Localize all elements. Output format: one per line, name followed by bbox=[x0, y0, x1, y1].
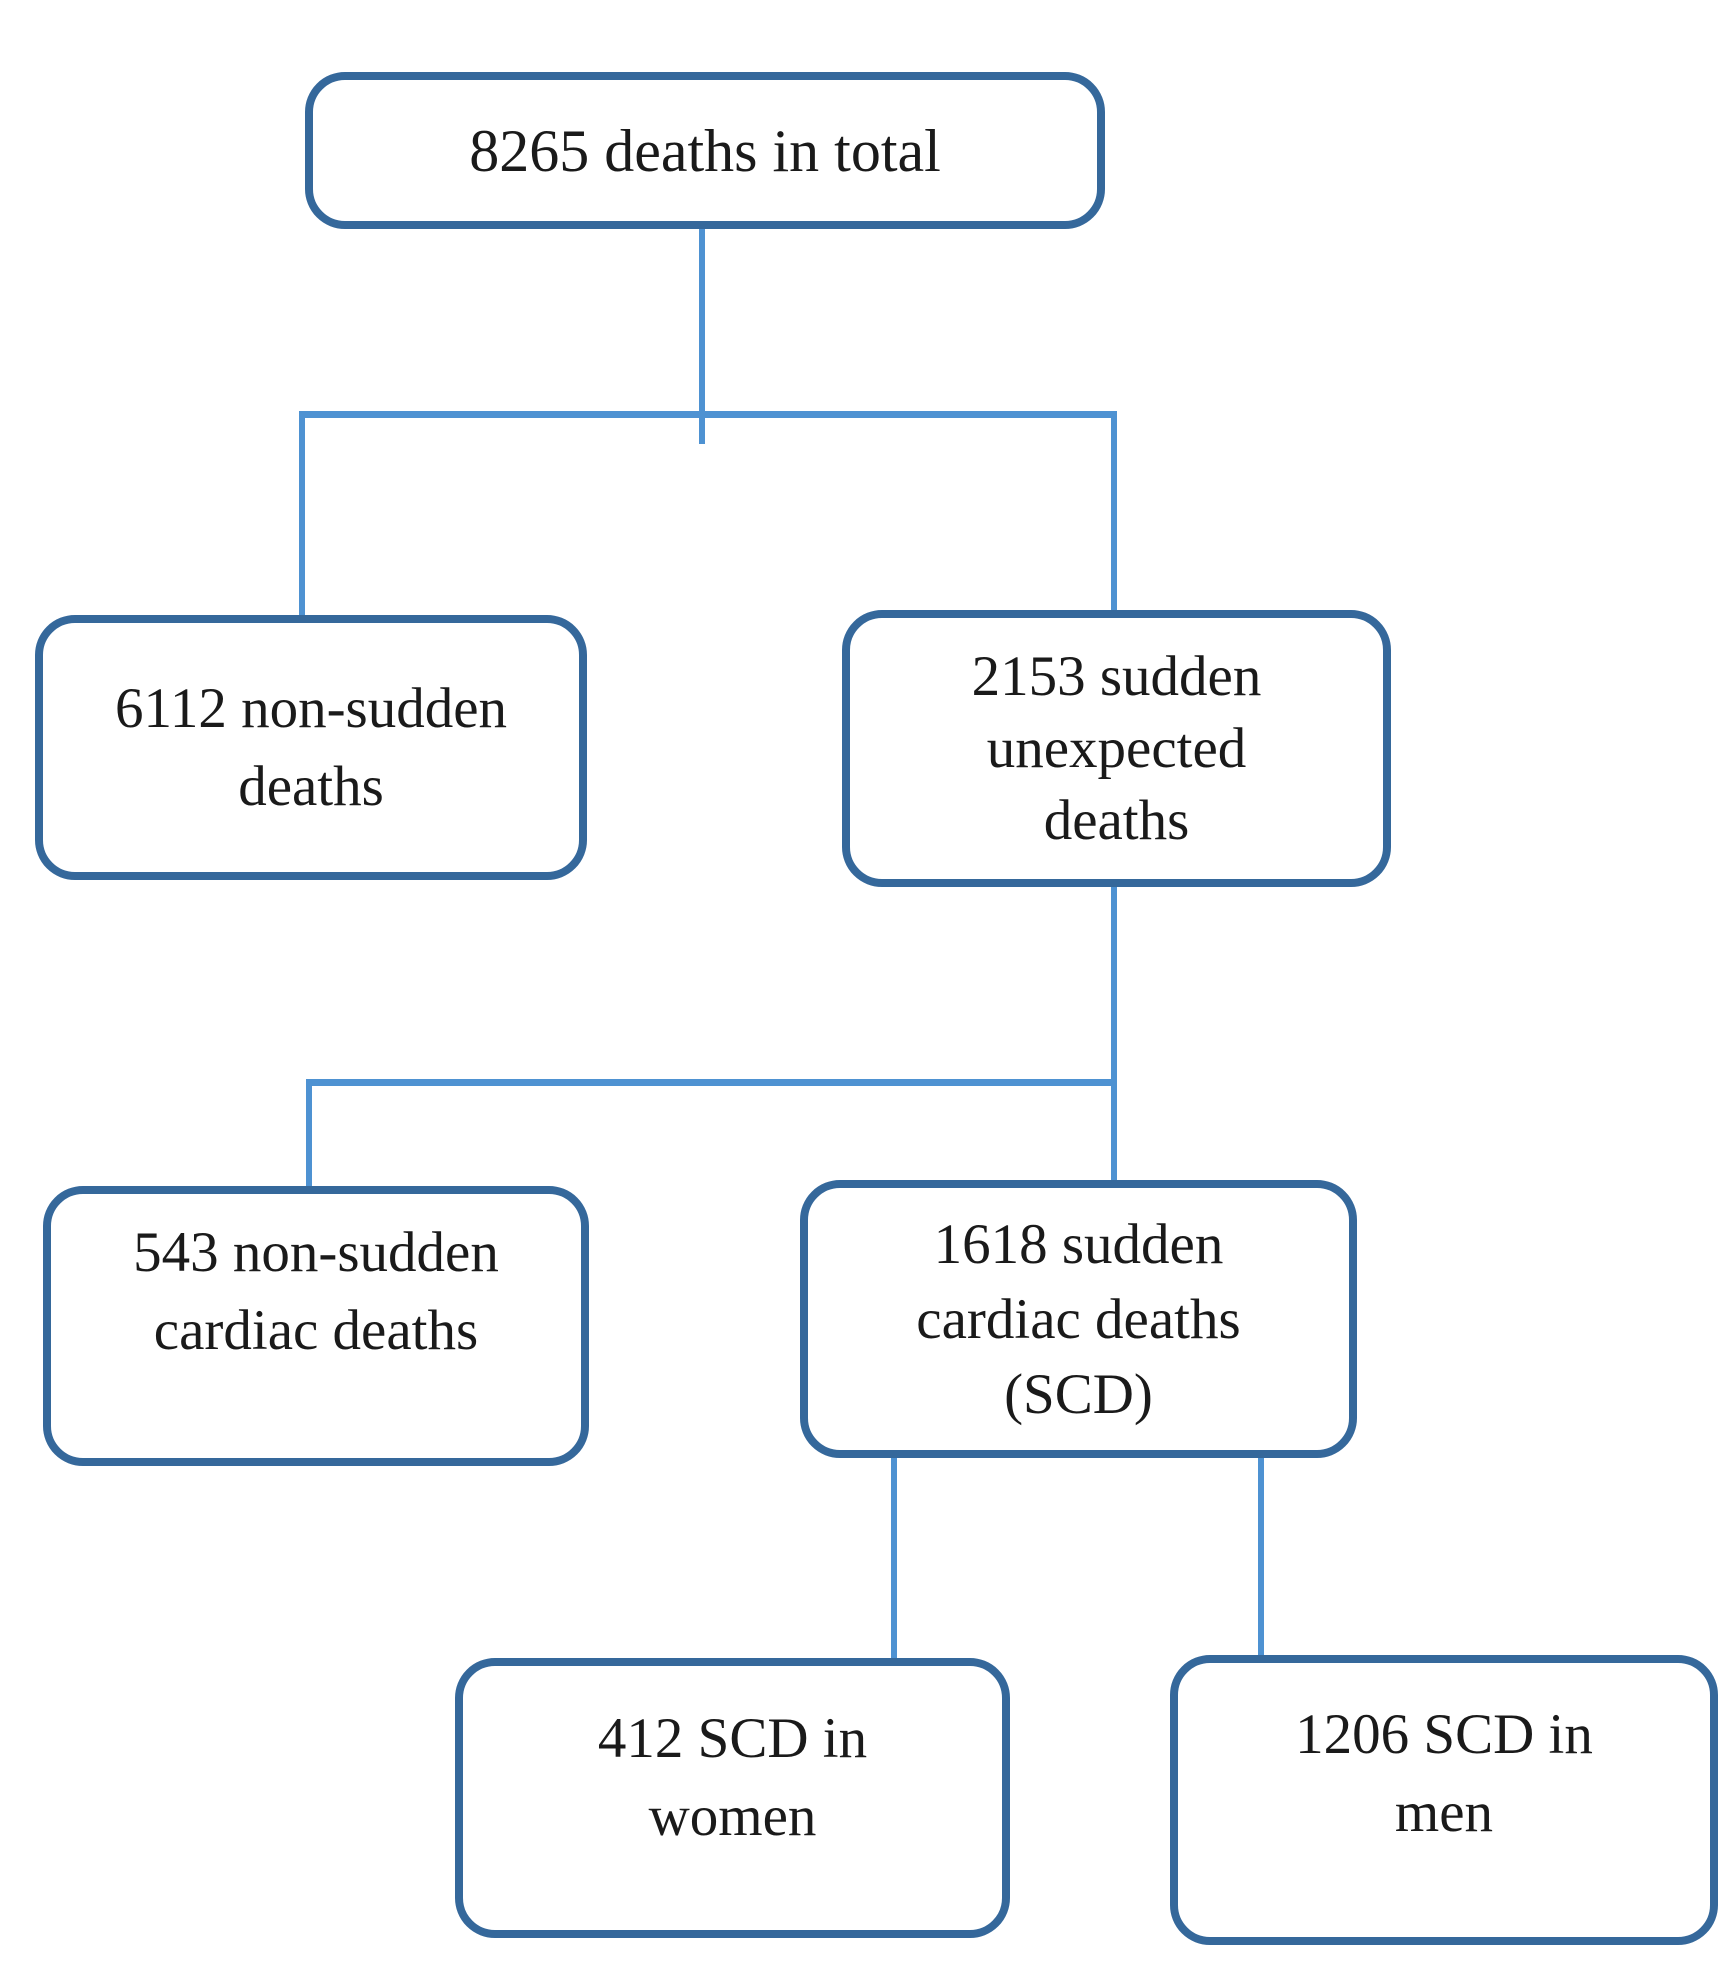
connector-sudden-drop bbox=[1111, 411, 1117, 610]
connector-non-sudden-drop bbox=[299, 411, 305, 615]
node-non-sudden-deaths-label-line2: deaths bbox=[238, 754, 384, 818]
node-total-deaths-label: 8265 deaths in total bbox=[469, 117, 941, 184]
node-scd-men-label-line2: men bbox=[1394, 1781, 1494, 1844]
connector-level2-hbar bbox=[306, 1079, 1117, 1086]
node-scd-men-label-line1: 1206 SCD in bbox=[1295, 1703, 1593, 1766]
node-non-sudden-deaths-label-line1: 6112 non-sudden bbox=[114, 676, 508, 740]
connector-scd-women-drop bbox=[891, 1458, 897, 1658]
node-scd-women-label-line1: 412 SCD in bbox=[597, 1707, 868, 1770]
node-scd-women-label-line2: women bbox=[648, 1785, 817, 1848]
node-scd-label-line1: 1618 sudden bbox=[933, 1212, 1224, 1276]
node-scd-in-women: 412 SCD in women bbox=[455, 1658, 1010, 1938]
node-total-deaths: 8265 deaths in total bbox=[305, 72, 1105, 229]
node-sudden-unexpected-deaths: 2153 sudden unexpected deaths bbox=[842, 610, 1391, 887]
connector-scd-men-drop bbox=[1258, 1458, 1264, 1655]
node-sudden-cardiac-deaths: 1618 sudden cardiac deaths (SCD) bbox=[800, 1180, 1357, 1458]
node-non-sudden-cardiac-label-line2: cardiac deaths bbox=[153, 1299, 479, 1362]
connector-total-stem bbox=[699, 229, 705, 418]
node-scd-label-line3: (SCD) bbox=[1004, 1362, 1153, 1426]
node-scd-label-line2: cardiac deaths bbox=[916, 1287, 1241, 1351]
node-non-sudden-cardiac-deaths: 543 non-sudden cardiac deaths bbox=[43, 1186, 589, 1466]
connector-level1-center-tick bbox=[699, 415, 705, 444]
connector-sudden-stem bbox=[1111, 887, 1117, 1180]
connector-non-sudden-cardiac-drop bbox=[306, 1082, 312, 1186]
node-scd-in-men: 1206 SCD in men bbox=[1170, 1655, 1718, 1945]
node-sudden-unexpected-label-line1: 2153 sudden bbox=[971, 644, 1262, 708]
node-sudden-unexpected-label-line3: deaths bbox=[1043, 788, 1190, 852]
node-sudden-unexpected-label-line2: unexpected bbox=[986, 716, 1247, 780]
node-non-sudden-deaths: 6112 non-sudden deaths bbox=[35, 615, 587, 880]
connector-level1-hbar bbox=[302, 411, 1117, 418]
node-non-sudden-cardiac-label-line1: 543 non-sudden bbox=[133, 1221, 499, 1284]
